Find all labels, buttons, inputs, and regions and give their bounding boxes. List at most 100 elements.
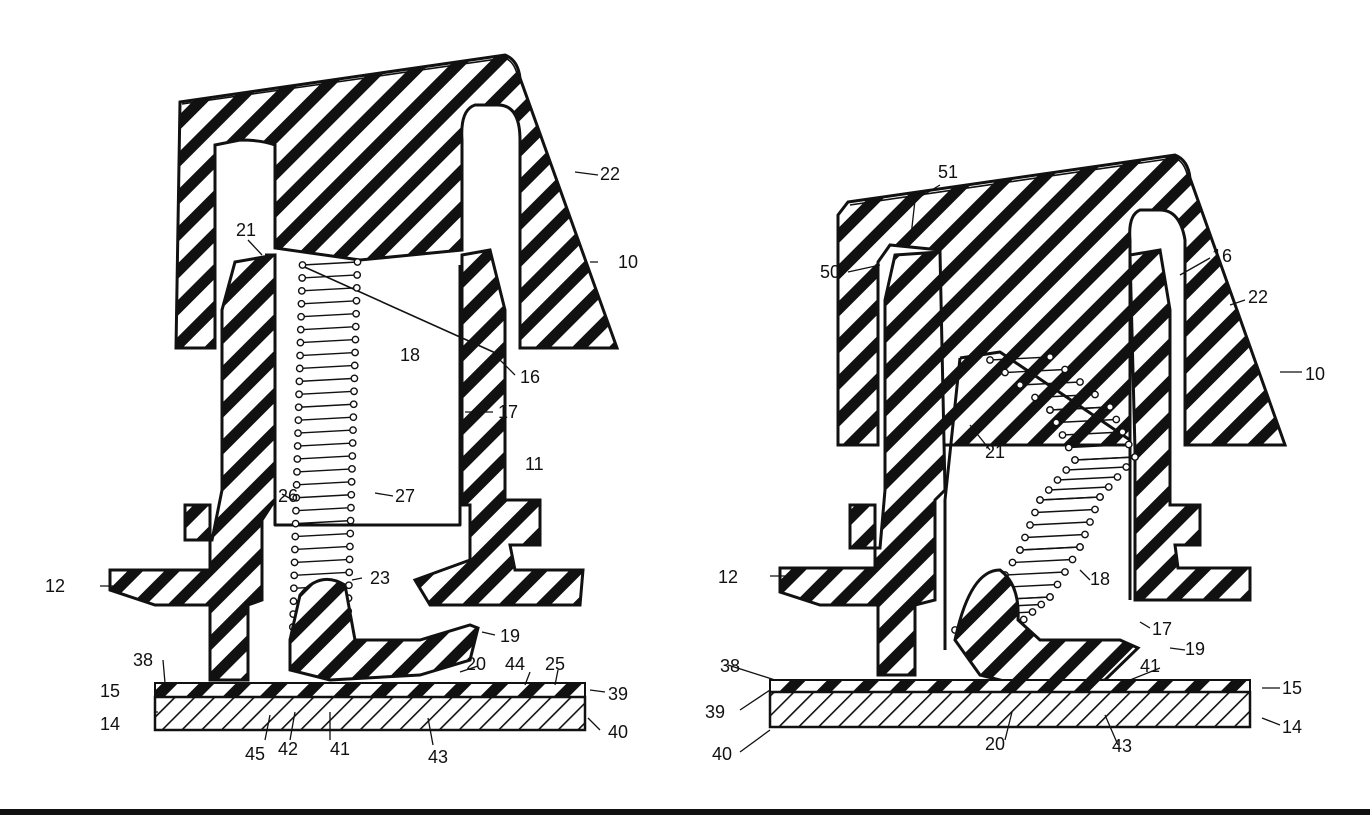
spring-coil-end	[1064, 443, 1073, 452]
label-38: 38	[720, 656, 740, 676]
spring-coil-end	[1061, 365, 1069, 374]
label-41: 41	[1140, 656, 1160, 676]
spring-coil-end	[295, 364, 304, 373]
spring-coil-end	[1124, 440, 1133, 449]
spring-coil-end	[1096, 493, 1104, 501]
spring-coil-end	[1028, 608, 1037, 616]
spring-coil	[1004, 571, 1066, 576]
spring-coil-end	[289, 597, 298, 606]
spring-coil-end	[1046, 406, 1054, 414]
spring-coil-end	[1106, 403, 1114, 411]
spring-coil	[301, 313, 357, 318]
spring-coil-end	[1062, 466, 1071, 474]
spring-coil	[1057, 476, 1118, 481]
spring-coil	[299, 377, 355, 383]
spring-coil-end	[352, 309, 361, 318]
spring-coil-end	[986, 356, 994, 364]
spring-coil-end	[295, 390, 303, 399]
label-45: 45	[245, 744, 265, 764]
label-12: 12	[45, 576, 65, 596]
spring-coil	[301, 300, 357, 305]
spring-coil-end	[1021, 533, 1029, 542]
label-10: 10	[1305, 364, 1325, 384]
label-10: 10	[618, 252, 638, 272]
label-38: 38	[133, 650, 153, 670]
spring-coil-end	[1016, 546, 1024, 554]
label-43: 43	[428, 747, 448, 767]
spring-coil-end	[352, 283, 361, 292]
label-27: 27	[395, 486, 415, 506]
spring-coil-end	[1031, 393, 1039, 402]
right-labels: 51 16 50 22 10 21 18 17 12 19 38 41 15 3…	[705, 162, 1325, 764]
spring-coil-end	[293, 467, 301, 476]
spring-coil-end	[347, 503, 355, 512]
spring-coil	[1019, 546, 1081, 551]
spring-coil-end	[350, 387, 358, 396]
spring-coil-end	[353, 258, 362, 266]
spring-coil	[296, 481, 352, 486]
left-spring-18	[288, 258, 362, 644]
label-16: 16	[1212, 246, 1232, 266]
spring-coil	[302, 261, 358, 266]
label-11: 11	[525, 454, 544, 474]
label-26: 26	[278, 486, 298, 506]
spring-coil-end	[1008, 558, 1017, 567]
spring-coil-end	[1001, 368, 1009, 377]
spring-coil-end	[294, 403, 303, 412]
spring-coil-end	[351, 348, 359, 357]
spring-coil-end	[1016, 381, 1024, 389]
spring-coil	[296, 468, 353, 473]
spring-coil-end	[1091, 390, 1099, 399]
spring-coil-end	[1104, 483, 1113, 491]
spring-coil	[298, 403, 354, 408]
spring-coil-end	[350, 374, 359, 383]
spring-coil-end	[289, 584, 298, 593]
right-key-cap	[836, 153, 1288, 447]
spring-coil	[1062, 431, 1123, 436]
spring-coil	[1066, 466, 1127, 471]
spring-coil	[294, 558, 350, 564]
label-42: 42	[278, 739, 298, 759]
spring-coil-end	[297, 299, 306, 308]
left-housing	[108, 253, 277, 682]
spring-coil-end	[293, 455, 302, 463]
spring-coil-end	[1086, 518, 1094, 526]
label-17: 17	[1152, 619, 1172, 639]
spring-coil-end	[291, 545, 299, 554]
spring-coil-end	[1118, 428, 1127, 436]
left-actuator	[288, 577, 480, 682]
bottom-border	[0, 809, 1370, 815]
label-18: 18	[1090, 569, 1110, 589]
spring-coil-end	[1068, 555, 1077, 564]
spring-coil	[294, 545, 350, 551]
label-22: 22	[600, 164, 620, 184]
spring-coil-end	[1071, 456, 1079, 464]
spring-coil-end	[290, 558, 299, 567]
spring-coil-end	[1052, 418, 1061, 427]
label-16: 16	[520, 367, 540, 387]
spring-coil-end	[298, 261, 307, 269]
spring-coil-end	[297, 312, 306, 321]
spring-coil-end	[346, 516, 355, 525]
label-25: 25	[545, 654, 565, 674]
label-21: 21	[985, 442, 1005, 462]
spring-coil-end	[349, 426, 357, 435]
spring-coil-end	[296, 325, 305, 334]
spring-coil	[1048, 486, 1109, 491]
spring-coil	[300, 325, 356, 331]
label-18: 18	[400, 345, 420, 365]
spring-coil	[1056, 418, 1117, 424]
spring-coil	[1039, 496, 1101, 501]
spring-coil-end	[1046, 593, 1054, 601]
spring-coil	[297, 455, 353, 460]
spring-coil	[300, 338, 356, 344]
spring-coil	[299, 364, 355, 370]
spring-coil	[989, 356, 1051, 361]
spring-coil	[1019, 381, 1081, 386]
spring-coil-end	[296, 351, 304, 360]
spring-coil-end	[1019, 615, 1028, 624]
spring-coil-end	[348, 464, 356, 473]
right-membrane-15	[769, 679, 1251, 693]
spring-coil-end	[349, 400, 358, 409]
spring-coil-end	[352, 296, 361, 305]
